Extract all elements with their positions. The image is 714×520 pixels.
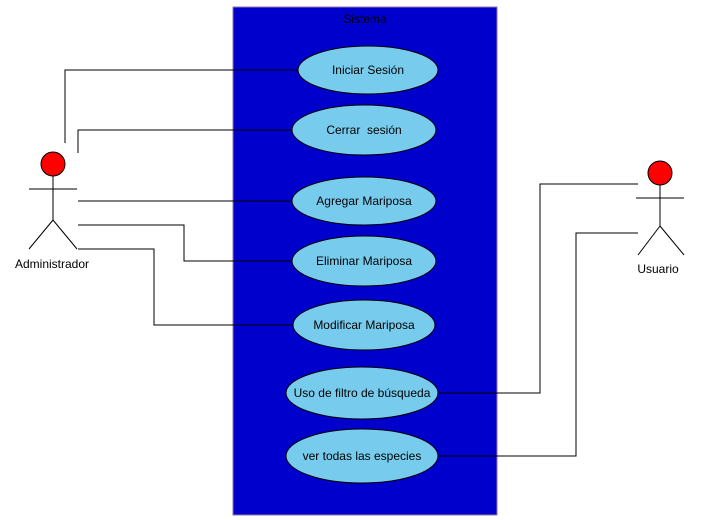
use-case-filtro-busqueda[interactable]: Uso de filtro de búsqueda — [285, 366, 439, 420]
connectors — [64, 69, 638, 457]
use-case-ver-especies[interactable]: ver todas las especies — [285, 428, 439, 484]
use-case-eliminar-mariposa[interactable]: Eliminar Mariposa — [291, 235, 437, 287]
use-case-label: Agregar Mariposa — [316, 194, 412, 208]
actor-usuario[interactable]: Usuario — [636, 160, 685, 276]
use-case-label: ver todas las especies — [303, 449, 422, 463]
actor-head-icon — [647, 160, 673, 186]
use-case-shape — [297, 45, 439, 95]
actor-label: Administrador — [15, 257, 89, 271]
association-admin-eliminar-mariposa[interactable] — [78, 224, 292, 262]
association-admin-cerrar-sesion[interactable] — [77, 129, 292, 153]
actor-administrador[interactable]: Administrador — [15, 151, 89, 271]
actor-body-icon — [636, 185, 685, 256]
use-case-label: Uso de filtro de búsqueda — [294, 386, 431, 400]
use-case-label: Eliminar Mariposa — [316, 254, 412, 268]
use-case-agregar-mariposa[interactable]: Agregar Mariposa — [291, 176, 437, 226]
association-user-ver-especies[interactable] — [438, 232, 638, 457]
actor-body-icon — [28, 176, 78, 250]
actor-head-icon — [40, 151, 66, 177]
use-case-shape — [285, 428, 439, 484]
system-title: Sistema — [343, 12, 387, 26]
use-case-shape — [291, 176, 437, 226]
use-case-shape — [292, 299, 436, 351]
use-case-label: Cerrar sesión — [326, 123, 401, 137]
use-case-label: Iniciar Sesión — [332, 63, 404, 77]
use-case-shape — [291, 235, 437, 287]
use-case-modificar-mariposa[interactable]: Modificar Mariposa — [292, 299, 436, 351]
use-case-label: Modificar Mariposa — [313, 318, 415, 332]
association-admin-iniciar-sesion[interactable] — [64, 69, 298, 143]
actor-label: Usuario — [637, 262, 679, 276]
use-case-iniciar-sesion[interactable]: Iniciar Sesión — [297, 45, 439, 95]
association-admin-modificar-mariposa[interactable] — [78, 248, 293, 326]
association-user-filtro-busqueda[interactable] — [438, 183, 638, 394]
use-case-shape — [285, 366, 439, 420]
use-case-shape — [291, 104, 437, 156]
use-case-cerrar-sesion[interactable]: Cerrar sesión — [291, 104, 437, 156]
